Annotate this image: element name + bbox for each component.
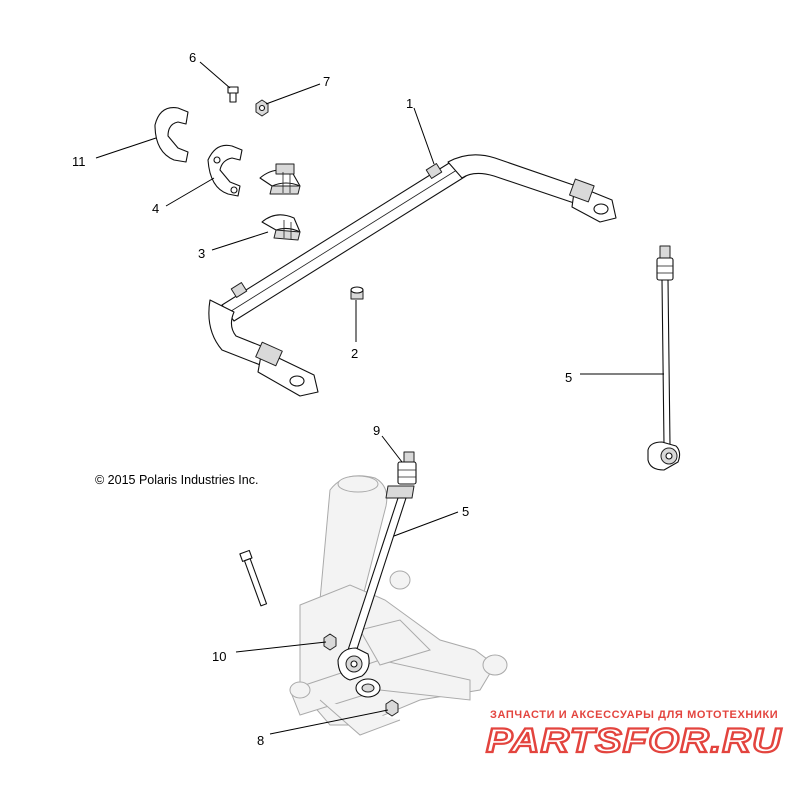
bolt-small (227, 86, 239, 103)
nut-8b (385, 699, 399, 717)
copyright-notice: © 2015 Polaris Industries Inc. (95, 473, 258, 487)
callout-6: 6 (189, 50, 196, 65)
callout-10: 10 (212, 649, 226, 664)
leader-lines (95, 61, 664, 735)
callout-1: 1 (406, 96, 413, 111)
callout-4: 4 (152, 201, 159, 216)
watermark-tagline: ЗАПЧАСТИ И АКСЕССУАРЫ ДЛЯ МОТОТЕХНИКИ (490, 709, 778, 721)
bushing-lower (261, 214, 301, 241)
clamp-bracket (207, 144, 243, 197)
bushing-upper (259, 163, 301, 195)
watermark: ЗАПЧАСТИ И АКСЕССУАРЫ ДЛЯ МОТОТЕХНИКИ PA… (485, 709, 783, 761)
callout-2: 2 (351, 346, 358, 361)
callout-7: 7 (323, 74, 330, 89)
stabilizer-link-right (647, 245, 681, 471)
callout-8: 8 (257, 733, 264, 748)
callout-3: 3 (198, 246, 205, 261)
clamp-bracket-2 (154, 107, 189, 163)
callout-11: 11 (72, 154, 86, 169)
grease-fitting (350, 286, 364, 300)
washer-8 (355, 678, 381, 698)
watermark-brand: PARTSFOR.RU (486, 722, 783, 760)
stabilizer-bar (208, 154, 617, 397)
stabilizer-link-installed (337, 451, 417, 681)
nut-10 (323, 633, 337, 651)
callout-9: 9 (373, 423, 380, 438)
nut-small (255, 99, 269, 117)
callout-5-installed: 5 (462, 504, 469, 519)
callout-5-right: 5 (565, 370, 572, 385)
suspension-arm-assembly (239, 475, 508, 736)
